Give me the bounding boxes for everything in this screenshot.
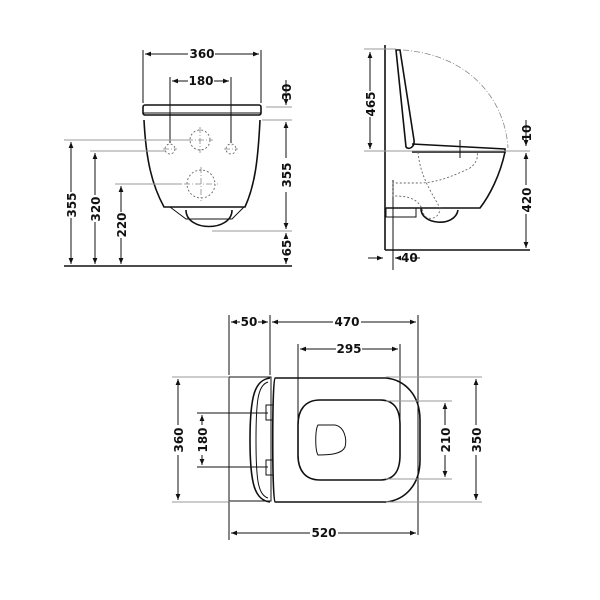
- dim-front-width: 360: [189, 47, 214, 61]
- dim-side-rim-height: 420: [520, 187, 534, 212]
- top-view: 50 470 295 360 180 210 350: [172, 315, 484, 540]
- dim-top-opening-length: 295: [336, 342, 361, 356]
- dim-front-bowl-height: 355: [280, 162, 294, 187]
- dim-top-hinge-depth: 50: [241, 315, 258, 329]
- dim-top-opening-width: 210: [439, 427, 453, 452]
- dim-front-outlet-height: 220: [115, 212, 129, 237]
- seat-top-outline: [271, 377, 421, 503]
- dim-side-wall-gap: 40: [401, 251, 418, 265]
- trap-outline: [420, 207, 459, 223]
- lid-outline: [395, 49, 415, 150]
- dim-top-overall-length: 520: [311, 526, 336, 540]
- dim-top-bowl-length: 470: [334, 315, 359, 329]
- dim-front-inlet-height: 355: [65, 192, 79, 217]
- dim-front-fixing-height: 320: [89, 196, 103, 221]
- dim-top-overall-width: 360: [172, 427, 186, 452]
- outlet-outline: [185, 209, 233, 228]
- front-view: 360 180 30 355 65 355 320 220: [64, 47, 294, 267]
- drain-outline: [315, 424, 347, 456]
- side-view: 465 10 420 40: [364, 45, 534, 270]
- lid-swing-arc: [402, 49, 509, 149]
- wall-plate: [228, 376, 272, 502]
- bowl-outline: [143, 119, 261, 208]
- dim-front-seat-thickness: 30: [280, 84, 294, 101]
- seat-outline: [142, 104, 262, 116]
- bowl-side-outline: [386, 151, 506, 209]
- dim-side-seat-offset: 10: [520, 125, 534, 142]
- bowl-opening: [297, 399, 401, 481]
- dim-top-bowl-width: 350: [470, 427, 484, 452]
- dim-front-outlet-below: 65: [280, 240, 294, 257]
- hinge-outline: [249, 377, 271, 503]
- dim-front-fixing-spacing: 180: [188, 74, 213, 88]
- dim-side-lid-height: 465: [364, 91, 378, 116]
- dim-top-fixing-spacing: 180: [196, 427, 210, 452]
